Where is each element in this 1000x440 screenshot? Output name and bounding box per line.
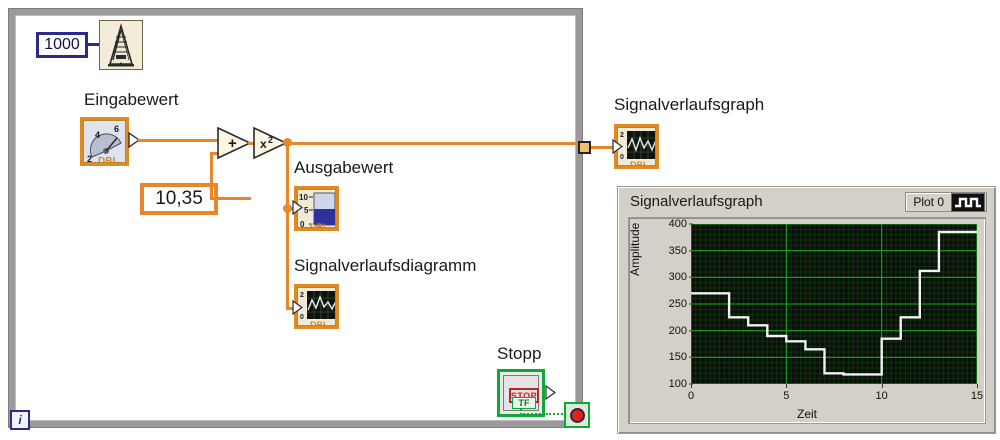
svg-text:DBL: DBL <box>98 156 119 163</box>
eingabewert-terminal[interactable]: 4 6 2 DBL <box>80 117 129 166</box>
x-axis-label: Zeit <box>796 407 817 421</box>
plot-legend[interactable]: Plot 0 <box>905 192 987 212</box>
svg-text:10: 10 <box>299 193 308 202</box>
wait-ms-constant-value: 1000 <box>44 36 80 53</box>
waveform-chart-icon: 2 0 DBL <box>297 287 336 326</box>
eingabewert-output-arrow <box>128 132 140 148</box>
plot-legend-label: Plot 0 <box>913 195 944 209</box>
iteration-terminal[interactable]: i <box>10 410 30 430</box>
x-tick-mark <box>977 384 978 388</box>
graph-input-arrow <box>612 139 623 154</box>
wait-ms-constant[interactable]: 1000 <box>36 32 88 58</box>
signalverlaufsdiagramm-label: Signalverlaufsdiagramm <box>294 256 477 275</box>
waveform-graph-icon: 2 0 DBL <box>617 127 656 166</box>
ausgabewert-terminal[interactable]: 10 5 0 DBL <box>294 186 339 231</box>
loop-conditional-terminal[interactable] <box>564 402 590 428</box>
x-tick-label: 15 <box>970 390 984 402</box>
x-tick-mark <box>881 384 883 388</box>
front-panel-graph-window: Signalverlaufsgraph Plot 0 Amplitude Zei… <box>617 186 996 434</box>
wire-offset-to-add-v <box>210 152 213 200</box>
stop-terminal-inner: STOP TF <box>503 375 539 411</box>
wait-ms-node[interactable] <box>99 20 143 70</box>
svg-text:2: 2 <box>620 132 624 139</box>
eingabewert-label: Eingabewert <box>84 90 179 109</box>
square-node[interactable]: x 2 <box>252 126 288 160</box>
knob-icon: 4 6 2 DBL <box>83 120 126 163</box>
svg-text:5: 5 <box>304 206 309 215</box>
wire-tunnel-to-graph <box>591 146 616 149</box>
while-loop-frame <box>8 8 583 428</box>
wire-stop-horizontal-b <box>546 413 566 415</box>
svg-text:0: 0 <box>620 154 624 161</box>
offset-constant[interactable]: 10,35 <box>140 183 218 215</box>
svg-text:2: 2 <box>87 154 92 163</box>
wire-to-ausgabewert <box>286 207 294 210</box>
y-tick-label: 350 <box>668 244 687 257</box>
wire-branch-down <box>286 142 289 309</box>
plot-area <box>691 224 977 384</box>
svg-text:+: + <box>228 135 237 152</box>
plot-container: Amplitude Zeit 100 150 200 250 300 350 400 0 5 1… <box>628 217 986 424</box>
wire-offset-corner <box>210 197 222 200</box>
wire-stop-horizontal-a <box>520 413 548 415</box>
plus-icon: + <box>217 126 252 160</box>
ausgabewert-input-arrow <box>292 200 303 215</box>
y-tick-label: 250 <box>668 298 687 310</box>
tank-indicator-icon: 10 5 0 DBL <box>297 189 336 228</box>
svg-text:DBL: DBL <box>630 160 649 166</box>
signalverlaufsgraph-terminal[interactable]: 2 0 DBL <box>614 124 659 169</box>
wire-offset-to-add-h <box>218 197 251 200</box>
stop-terminal-type: TF <box>512 397 536 409</box>
svg-text:6: 6 <box>114 124 119 134</box>
svg-text:2: 2 <box>300 292 304 299</box>
svg-text:x: x <box>260 137 267 151</box>
wire-to-chart <box>286 307 294 310</box>
stop-output-arrow <box>545 385 556 400</box>
x-axis-ticks: 0 5 10 15 <box>687 384 983 406</box>
offset-constant-value: 10,35 <box>155 188 203 209</box>
x-squared-icon: x 2 <box>253 126 288 160</box>
svg-text:DBL: DBL <box>310 222 329 228</box>
x-tick-mark <box>691 384 692 388</box>
waveform-plot <box>691 224 977 384</box>
y-axis-label: Amplitude <box>628 222 642 276</box>
wire-stop-vertical <box>520 404 522 415</box>
wire-offset-to-add-in <box>210 152 222 155</box>
wire-constant-to-wait <box>88 43 100 46</box>
x-tick-mark <box>786 384 788 388</box>
svg-text:DBL: DBL <box>310 320 329 326</box>
metronome-icon <box>100 21 142 69</box>
x-tick-label: 0 <box>687 390 695 402</box>
stop-sign-icon <box>569 407 585 423</box>
wire-eingabewert-to-add <box>138 139 217 142</box>
loop-output-tunnel[interactable] <box>578 141 591 154</box>
stopp-label: Stopp <box>497 344 542 363</box>
add-node[interactable]: + <box>216 126 252 160</box>
y-tick-label: 150 <box>668 351 687 364</box>
x-tick-label: 5 <box>783 390 790 402</box>
x-tick-label: 10 <box>875 390 888 402</box>
chart-input-arrow <box>292 300 303 315</box>
y-tick-label: 100 <box>668 378 687 390</box>
svg-text:4: 4 <box>95 130 100 140</box>
y-axis-ticks: 100 150 200 250 300 350 400 <box>643 218 693 390</box>
ausgabewert-label: Ausgabewert <box>294 158 394 177</box>
svg-text:0: 0 <box>300 314 304 321</box>
y-tick-label: 400 <box>668 218 687 230</box>
y-tick-label: 300 <box>668 271 687 284</box>
wire-square-to-graph <box>284 142 580 145</box>
signalverlaufsgraph-label: Signalverlaufsgraph <box>614 95 765 114</box>
stop-button-terminal[interactable]: STOP TF <box>497 369 545 417</box>
y-tick-label: 200 <box>668 324 687 337</box>
step-waveform-icon <box>951 192 985 212</box>
svg-text:0: 0 <box>300 220 305 228</box>
graph-panel-title: Signalverlaufsgraph <box>630 193 763 210</box>
svg-text:2: 2 <box>268 135 273 145</box>
